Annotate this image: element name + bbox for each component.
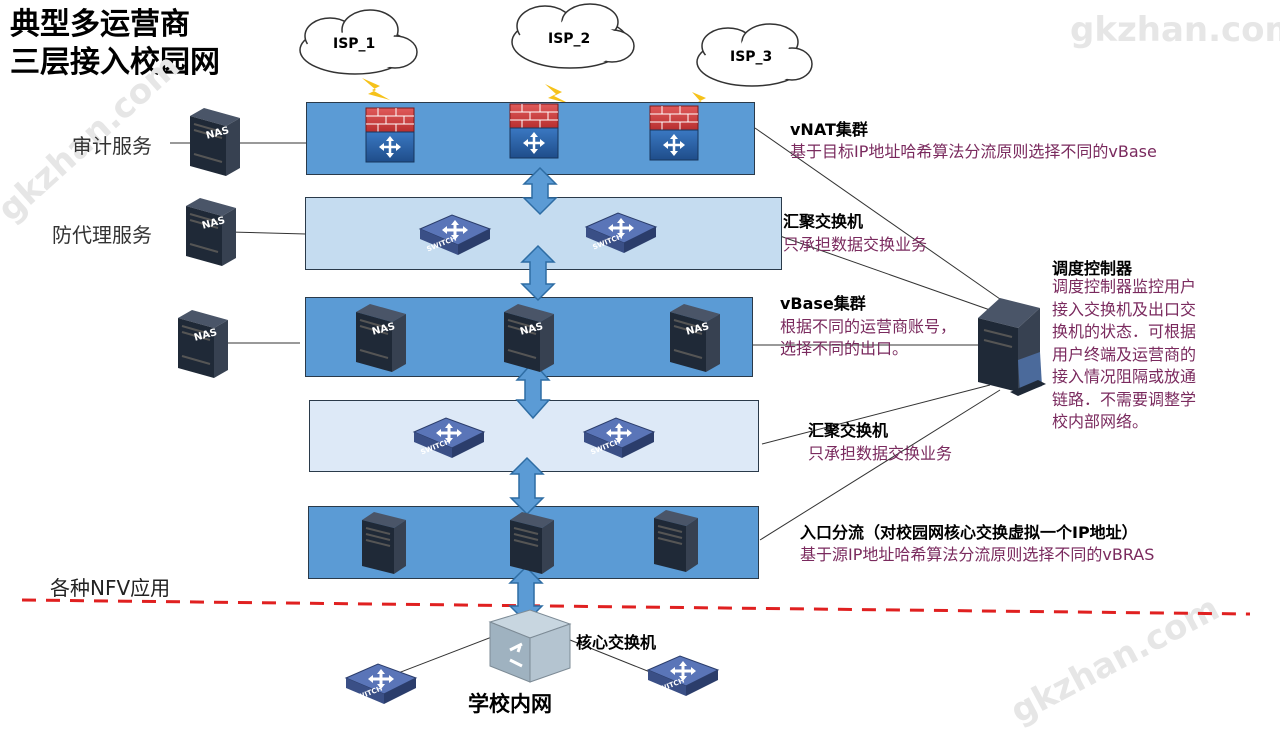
server-icon <box>361 511 407 575</box>
controller-desc-line: 换机的状态．可根据 <box>1052 322 1197 341</box>
controller-desc-line: 用户终端及运营商的 <box>1052 344 1197 364</box>
diagram-title: 典型多运营商 三层接入校园网 <box>10 6 220 82</box>
watermark-top-right: gkzhan.com <box>1070 10 1280 50</box>
cloud-label-isp-3: ISP_3 <box>730 49 773 65</box>
aggregation-1-desc: 只承担数据交换业务 <box>783 235 928 254</box>
nas-server-icon <box>355 303 407 373</box>
title-line-1: 典型多运营商 <box>10 7 190 42</box>
vbase-cluster-desc-2: 选择不同的出口。 <box>780 339 909 358</box>
controller-desc-line: 接入情况阻隔或放通 <box>1052 367 1197 386</box>
controller-desc: 调度控制器监控用户 接入交换机及出口交 换机的状态．可根据 用户终端及运营商的 … <box>1052 276 1196 434</box>
double-arrow-icon <box>522 166 558 216</box>
cloud-isp-3 <box>696 23 813 87</box>
controller-desc-line: 接入交换机及出口交 <box>1052 299 1197 319</box>
campus-network-label: 学校内网 <box>468 692 552 716</box>
controller-desc-line: 校内部网络。 <box>1052 412 1149 431</box>
cloud-label-isp-1: ISP_1 <box>333 36 376 52</box>
nas-server-icon <box>669 303 721 373</box>
audit-service-label: 审计服务 <box>72 134 152 158</box>
nfv-applications-label: 各种NFV应用 <box>50 576 171 600</box>
nas-server-icon <box>177 309 229 379</box>
vnat-cluster-title: vNAT集群 <box>790 120 868 139</box>
lightning-icon <box>545 84 570 104</box>
firewall-icon <box>364 106 416 164</box>
controller-title: 调度控制器 <box>1052 259 1133 278</box>
core-switch-icon <box>488 609 572 683</box>
double-arrow-icon <box>520 244 556 302</box>
aggregation-2-title: 汇聚交换机 <box>808 421 889 440</box>
vnat-cluster-desc: 基于目标IP地址哈希算法分流原则选择不同的vBase <box>790 142 1157 161</box>
cloud-isp-1 <box>299 9 418 75</box>
nas-server-icon <box>189 107 241 177</box>
cloud-label-isp-2: ISP_2 <box>548 31 591 47</box>
nas-server-icon <box>185 197 237 267</box>
server-icon <box>509 511 555 575</box>
aggregation-1-title: 汇聚交换机 <box>783 212 864 231</box>
entry-split-desc: 基于源IP地址哈希算法分流原则选择不同的vBRAS <box>800 545 1155 564</box>
nas-server-icon <box>503 303 555 373</box>
proxy-prevention-label: 防代理服务 <box>52 223 152 247</box>
double-arrow-icon <box>515 360 551 420</box>
cloud-isp-2 <box>511 3 635 69</box>
vbase-cluster-title: vBase集群 <box>780 294 866 313</box>
controller-desc-line: 调度控制器监控用户 <box>1052 277 1197 296</box>
firewall-icon <box>508 102 560 160</box>
controller-desc-line: 链路．不需要调整学 <box>1052 389 1197 409</box>
vbase-cluster-desc-1: 根据不同的运营商账号， <box>780 317 957 336</box>
core-switch-label: 核心交换机 <box>576 633 657 652</box>
lightning-icon <box>362 78 390 100</box>
server-icon <box>653 509 699 573</box>
firewall-icon <box>648 104 700 162</box>
title-line-2: 三层接入校园网 <box>10 45 220 80</box>
entry-split-title: 入口分流（对校园网核心交换虚拟一个IP地址） <box>800 523 1138 542</box>
aggregation-2-desc: 只承担数据交换业务 <box>808 444 953 463</box>
controller-computer-icon <box>978 298 1046 396</box>
